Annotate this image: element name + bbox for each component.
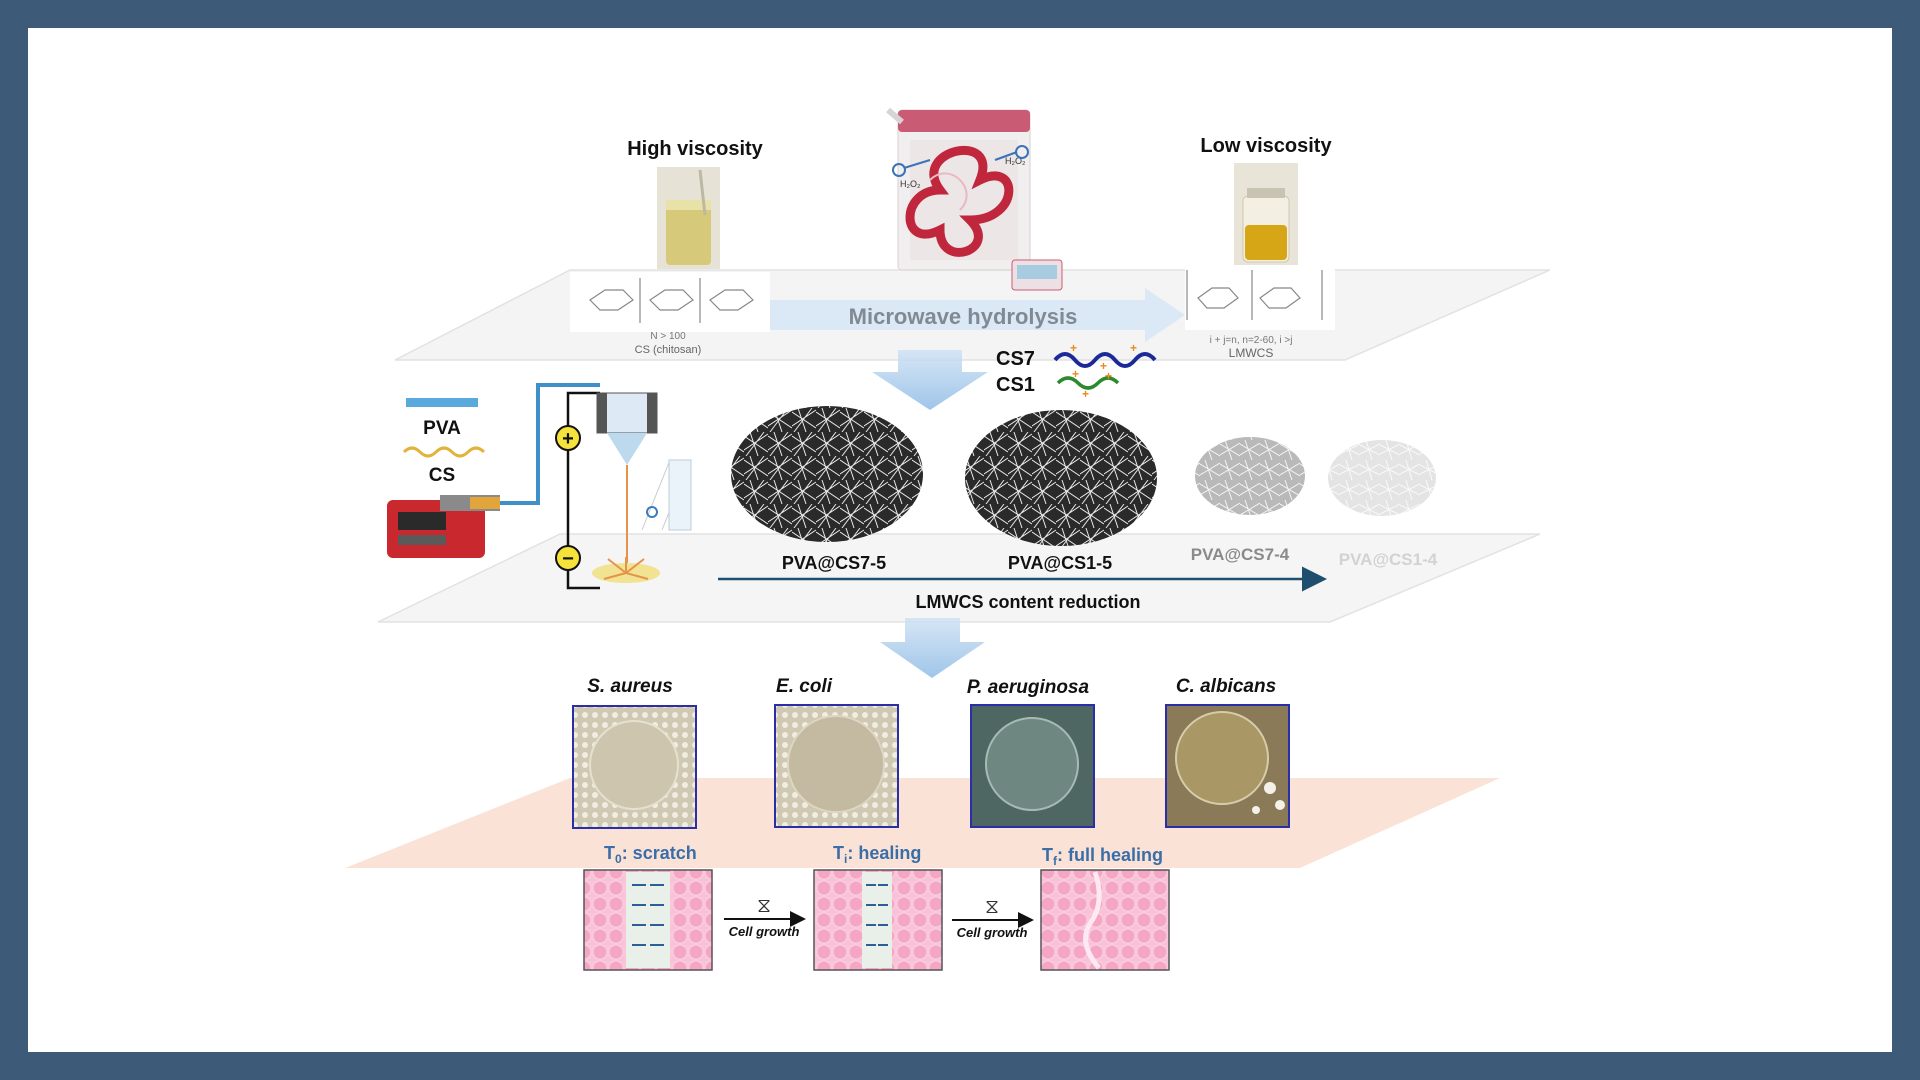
sample-label-3: PVA@CS7-4	[1191, 545, 1290, 564]
microbe-label-1: S. aureus	[587, 676, 673, 697]
svg-text:−: −	[562, 548, 574, 570]
lmwcs-name: LMWCS	[1229, 346, 1274, 360]
sample-label-1: PVA@CS7-5	[782, 553, 886, 573]
plate-s-aureus	[572, 705, 697, 829]
microbe-label-2: E. coli	[776, 676, 833, 697]
scissors-icon-left	[892, 159, 931, 177]
svg-text:+: +	[1130, 341, 1137, 355]
cs1-label: CS1	[996, 374, 1035, 396]
cell-growth-arrow-2: ⧖ Cell growth	[952, 894, 1034, 940]
cs-formula-n: N > 100	[650, 331, 686, 342]
svg-text:+: +	[1082, 387, 1089, 401]
scissors-icon-right	[994, 145, 1029, 161]
low-viscosity-vial	[1234, 163, 1298, 265]
chitosan-structure	[570, 272, 770, 332]
circuit-wire	[566, 391, 600, 590]
charge-marks: ++++++	[1070, 341, 1137, 401]
low-viscosity-label: Low viscosity	[1200, 135, 1332, 157]
high-viscosity-beaker	[657, 167, 720, 269]
stage-title-1: T0: scratch	[604, 843, 697, 866]
cs-wave	[402, 446, 486, 458]
cs-label: CS	[429, 465, 455, 486]
membrane-pva-cs7-5	[731, 406, 923, 542]
syringe-pump	[387, 495, 500, 558]
svg-text:+: +	[1070, 341, 1077, 355]
membrane-pva-cs1-5	[965, 410, 1157, 546]
microbe-label-4: C. albicans	[1176, 676, 1276, 697]
plate-p-aeruginosa	[970, 704, 1095, 828]
hourglass-icon: ⧖	[757, 893, 771, 917]
reduction-label: LMWCS content reduction	[916, 592, 1141, 612]
svg-text:+: +	[562, 428, 574, 450]
collector	[592, 557, 660, 583]
stage-title-2: Ti: healing	[833, 843, 921, 866]
membrane-pva-cs1-4	[1328, 440, 1436, 516]
microwave-hydrolysis-arrow	[770, 288, 1185, 342]
svg-text:+: +	[1100, 359, 1107, 373]
membrane-pva-cs7-4	[1195, 437, 1305, 515]
lmwcs-formula: i + j=n, n=2-60, i >j	[1210, 335, 1293, 346]
h2o2-left: H₂O₂	[900, 179, 921, 189]
panel-scratch	[583, 869, 713, 971]
magnifier-inset	[641, 459, 692, 531]
plate-e-coli	[774, 704, 899, 828]
cs7-label: CS7	[996, 348, 1035, 370]
stage-title-3: Tf: full healing	[1042, 845, 1163, 868]
minus-terminal: −	[555, 545, 581, 571]
pva-bar	[406, 398, 478, 407]
cell-growth-label-2: Cell growth	[957, 925, 1028, 940]
feed-tube	[500, 383, 600, 505]
sample-label-4: PVA@CS1-4	[1339, 550, 1438, 569]
sample-label-2: PVA@CS1-5	[1008, 553, 1112, 573]
spinneret	[596, 392, 658, 570]
cs1-chain	[1056, 376, 1120, 390]
down-arrow-top	[872, 350, 988, 410]
h2o2-right: H₂O₂	[1005, 156, 1026, 166]
cs7-chain	[1053, 352, 1157, 368]
cell-growth-label-1: Cell growth	[729, 924, 800, 939]
cell-growth-arrow-1: ⧖ Cell growth	[724, 893, 806, 939]
svg-text:+: +	[1072, 367, 1079, 381]
down-arrow-middle	[880, 618, 985, 678]
plate-c-albicans	[1165, 704, 1290, 828]
microbe-label-3: P. aeruginosa	[967, 677, 1090, 698]
cs-name: CS (chitosan)	[635, 344, 702, 356]
pva-label: PVA	[423, 418, 461, 439]
panel-full-healing	[1040, 869, 1170, 971]
lmwcs-structure	[1185, 268, 1335, 330]
bottom-plane-surface	[345, 778, 1500, 868]
high-viscosity-label: High viscosity	[627, 138, 763, 160]
microwave-reactor	[886, 107, 1063, 291]
hourglass-icon: ⧖	[985, 894, 999, 918]
plus-terminal: +	[555, 425, 581, 451]
microwave-hydrolysis-label: Microwave hydrolysis	[849, 304, 1078, 329]
svg-text:+: +	[1105, 369, 1112, 383]
panel-healing	[813, 869, 943, 971]
